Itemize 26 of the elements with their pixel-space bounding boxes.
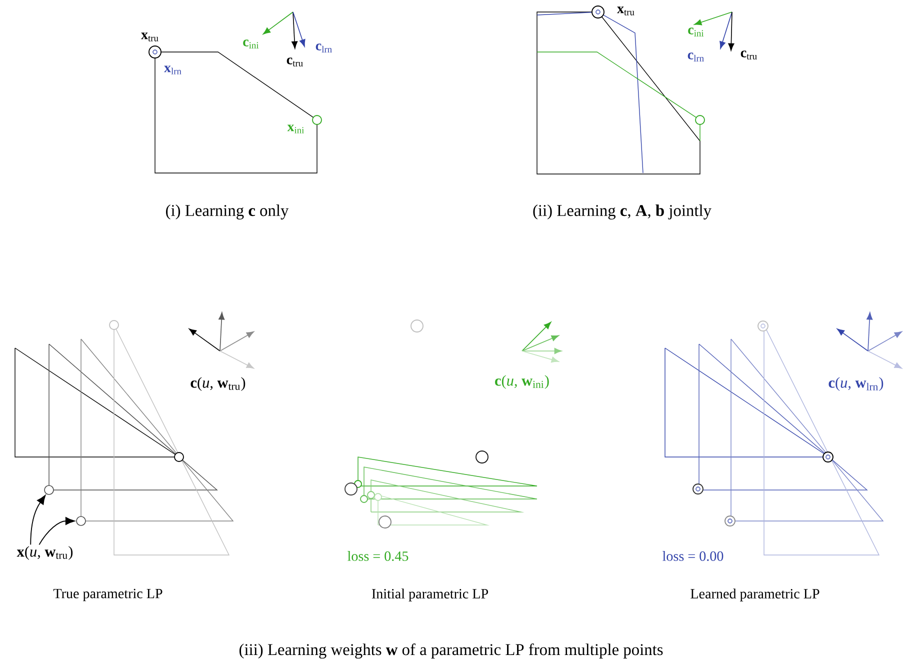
vector-label: c(u, w$_{tru}$)	[190, 377, 246, 391]
vector-label: c(u, w$_{ini}$)	[495, 375, 549, 389]
vector-label: c$_{tru}$	[286, 58, 303, 66]
plot-title: True parametric LP	[53, 588, 162, 602]
figure-caption: (iii) Learning weights w of a parametric LP from multiple points	[239, 643, 663, 659]
plot-title: Initial parametric LP	[372, 588, 488, 602]
curved-arrow	[38, 517, 75, 546]
curved-arrow	[30, 495, 46, 546]
loss-label: loss = 0.45	[348, 551, 408, 561]
point-label: x$_{lrn}$	[164, 66, 182, 74]
point-label: x$_{tru}$	[141, 32, 158, 42]
plot-title: Learned parametric LP	[690, 588, 820, 602]
point-label: x(u, w$_{tru}$)	[16, 546, 73, 560]
panel-caption: (ii) Learning c, A, b jointly	[533, 204, 712, 220]
point-label: x$_{ini}$	[287, 124, 304, 134]
vector-label: c(u, w$_{lrn}$)	[828, 377, 884, 391]
point-marker	[44, 485, 54, 495]
vector-label: c$_{ini}$	[688, 28, 704, 36]
vector-label: c$_{ini}$	[243, 40, 259, 48]
point-label: x$_{tru}$	[617, 6, 634, 16]
point-marker	[76, 516, 86, 526]
loss-label: loss = 0.00	[662, 551, 724, 561]
vector-label: c$_{tru}$	[740, 50, 757, 60]
vector-label: c$_{lrn}$	[688, 52, 704, 62]
vector-label: c$_{lrn}$	[316, 44, 332, 52]
panel-caption: (i) Learning c only	[166, 204, 289, 220]
